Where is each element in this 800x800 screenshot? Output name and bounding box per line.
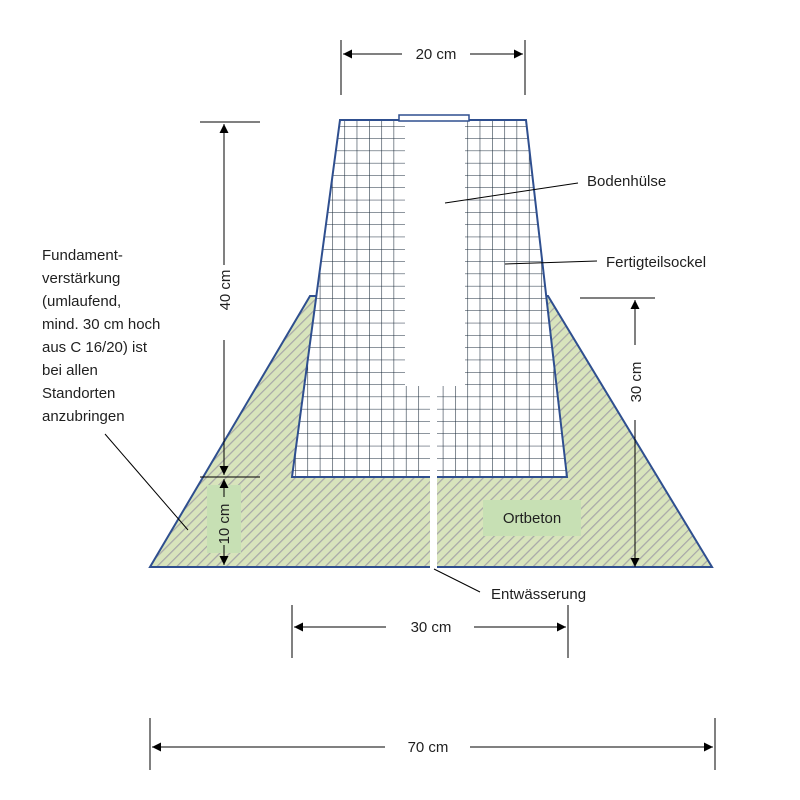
sleeve-cap (398, 114, 470, 122)
cast-concrete-label: Ortbeton (503, 510, 561, 527)
dim-top-width-label: 20 cm (416, 46, 457, 63)
note-line: Standorten (42, 385, 115, 402)
dim-side-height-label: 30 cm (628, 362, 645, 403)
note-line: (umlaufend, (42, 293, 121, 310)
precast-base-label: Fertigteilsockel (606, 254, 706, 271)
note-line: anzubringen (42, 408, 125, 425)
sleeve-leader (444, 182, 579, 204)
note-line: mind. 30 cm hoch (42, 316, 160, 333)
dim-side-height (580, 297, 655, 567)
sleeve-opening (405, 121, 465, 386)
dim-base-height-label: 40 cm (217, 270, 234, 311)
dim-base-height (200, 121, 260, 478)
note-leader (104, 433, 189, 531)
dim-bottom-height-label: 10 cm (216, 504, 233, 545)
cast-concrete-label-box (483, 500, 581, 536)
precast-base-leader (504, 260, 598, 265)
note-line: aus C 16/20) ist (42, 339, 148, 356)
drainage-label: Entwässerung (491, 586, 586, 603)
note-line: bei allen (42, 362, 98, 379)
reinforcement-note: Fundament- verstärkung (umlaufend, mind.… (42, 247, 160, 425)
sleeve-label: Bodenhülse (587, 173, 666, 190)
note-line: Fundament- (42, 247, 123, 264)
drainage-leader (433, 568, 481, 593)
dim-top-width (340, 40, 526, 95)
dim-inner-width (291, 605, 569, 658)
dim-inner-width-label: 30 cm (411, 619, 452, 636)
dim-total-width (149, 718, 716, 770)
note-line: verstärkung (42, 270, 120, 287)
drainage-channel (430, 386, 437, 569)
dim-total-width-label: 70 cm (408, 739, 449, 756)
